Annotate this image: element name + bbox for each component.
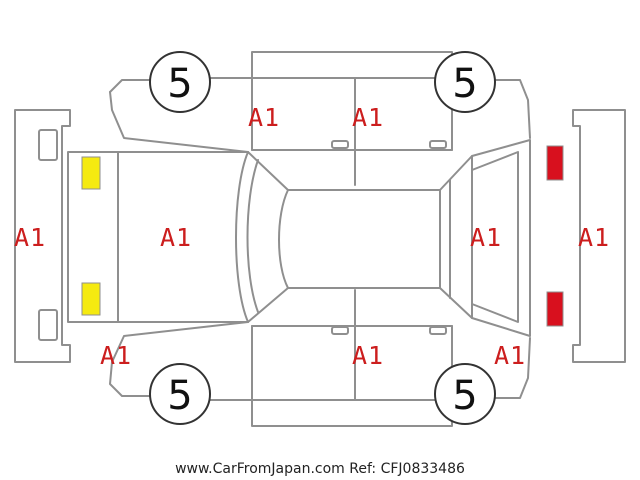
front-bumper-code: A1 (14, 223, 46, 252)
tire-left-front-grade: 5 (167, 61, 192, 107)
tire-right-front: 5 (149, 363, 211, 425)
tire-right-front-grade: 5 (167, 373, 192, 419)
hood-code: A1 (160, 223, 192, 252)
right-front-fender-code: A1 (100, 341, 132, 370)
front-lamp-right (81, 282, 101, 316)
front-lamp-left (81, 156, 101, 190)
right-side-outline (109, 289, 531, 427)
rear-lamp-left (546, 145, 564, 181)
left-rear-door-code: A1 (352, 103, 384, 132)
rear-bumper-code: A1 (578, 223, 610, 252)
tire-left-rear-grade: 5 (452, 61, 477, 107)
tire-right-rear: 5 (434, 363, 496, 425)
right-rear-quarter-code: A1 (494, 341, 526, 370)
tailgate-code: A1 (470, 223, 502, 252)
rear-bumper-outline (572, 109, 626, 363)
right-rear-door-code: A1 (352, 341, 384, 370)
body-outline (67, 139, 531, 337)
tire-right-rear-grade: 5 (452, 373, 477, 419)
front-bumper-outline (14, 109, 71, 363)
tire-left-front: 5 (149, 51, 211, 113)
left-side-outline (109, 51, 531, 186)
tire-left-rear: 5 (434, 51, 496, 113)
left-front-door-code: A1 (248, 103, 280, 132)
source-watermark: www.CarFromJapan.com Ref: CFJ0833486 (175, 461, 465, 477)
rear-lamp-right (546, 291, 564, 327)
